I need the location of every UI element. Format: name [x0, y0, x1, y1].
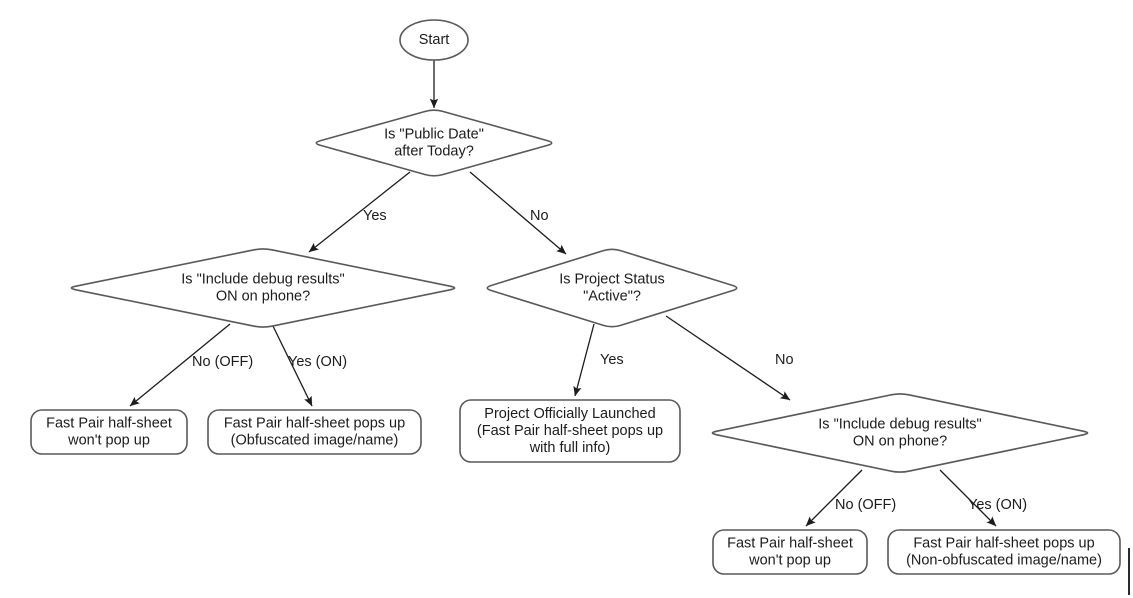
right-edge-artifact [1128, 548, 1130, 595]
decision-include-debug-left-shape [70, 248, 456, 328]
result-no-popup-left-shape [30, 409, 188, 455]
result-obfuscated-popup-shape [207, 409, 422, 455]
result-obfuscated-popup-line-2: (Obfuscated image/name) [231, 432, 399, 448]
decision-project-status-line-1: Is Project Status [559, 271, 665, 287]
edge-debug-left-no-off: No (OFF) [129, 323, 253, 407]
decision-include-debug-right-line-1: Is "Include debug results" [818, 416, 981, 432]
edge-debug-left-yes-on-label: Yes (ON) [288, 354, 347, 370]
result-obfuscated-popup[interactable]: Fast Pair half-sheet pops up(Obfuscated … [207, 409, 422, 455]
result-no-popup-left-line-1: Fast Pair half-sheet [46, 415, 172, 431]
edge-status-no: No [665, 315, 794, 401]
edge-debug-right-no-off-line [805, 469, 863, 527]
decision-public-date-shape [315, 109, 553, 177]
decision-include-debug-left[interactable]: Is "Include debug results"ON on phone? [70, 248, 456, 328]
start-node-shape [399, 19, 469, 61]
edge-debug-right-no-off: No (OFF) [805, 469, 896, 527]
edge-debug-right-no-off-label: No (OFF) [835, 497, 896, 513]
decision-project-status[interactable]: Is Project Status"Active"? [486, 248, 738, 328]
result-nonobfuscated-popup-line-1: Fast Pair half-sheet pops up [913, 535, 1094, 551]
decision-include-debug-right-line-2: ON on phone? [853, 433, 947, 449]
nodes-layer: Start Is "Public Date"after Today? Is "Inc… [30, 19, 1121, 575]
edge-status-no-label: No [775, 352, 794, 368]
result-nonobfuscated-popup-shape [887, 529, 1121, 575]
result-nonobfuscated-popup[interactable]: Fast Pair half-sheet pops up(Non-obfusca… [887, 529, 1121, 575]
edge-public-date-yes-line [308, 171, 411, 253]
result-no-popup-left-line-2: won't pop up [67, 432, 150, 448]
decision-public-date[interactable]: Is "Public Date"after Today? [315, 109, 553, 177]
result-officially-launched-shape [459, 399, 681, 463]
edge-debug-right-yes-on: Yes (ON) [939, 469, 1027, 527]
decision-include-debug-left-line-2: ON on phone? [216, 288, 310, 304]
result-officially-launched-line-1: Project Officially Launched [484, 406, 655, 422]
edge-public-date-yes-label: Yes [363, 208, 387, 224]
decision-project-status-shape [486, 248, 738, 328]
edge-debug-right-yes-on-label: Yes (ON) [968, 497, 1027, 513]
decision-project-status-line-2: "Active"? [583, 288, 641, 304]
edge-status-yes: Yes [573, 323, 624, 397]
edge-status-yes-label: Yes [600, 352, 624, 368]
edge-public-date-no-label: No [530, 208, 549, 224]
edge-status-yes-line [573, 323, 595, 397]
decision-public-date-line-1: Is "Public Date" [384, 126, 484, 142]
start-node-line-1: Start [419, 32, 450, 48]
result-officially-launched-line-3: with full info) [529, 440, 611, 456]
result-no-popup-right-shape [712, 529, 868, 575]
edge-public-date-yes: Yes [308, 171, 411, 253]
edge-debug-left-yes-on-line [271, 323, 313, 407]
edge-public-date-no-line [469, 171, 567, 255]
edge-debug-left-no-off-label: No (OFF) [192, 354, 253, 370]
result-no-popup-right-line-2: won't pop up [748, 552, 831, 568]
decision-include-debug-left-line-1: Is "Include debug results" [181, 271, 344, 287]
edge-public-date-no: No [469, 171, 567, 255]
result-nonobfuscated-popup-line-2: (Non-obfuscated image/name) [906, 552, 1102, 568]
edge-status-no-line [665, 315, 791, 401]
result-officially-launched-line-2: (Fast Pair half-sheet pops up [477, 423, 663, 439]
edge-debug-left-no-off-line [129, 323, 231, 407]
edge-debug-left-yes-on: Yes (ON) [271, 323, 347, 407]
result-no-popup-right-line-1: Fast Pair half-sheet [727, 535, 853, 551]
decision-include-debug-right-shape [711, 393, 1089, 473]
edge-debug-right-yes-on-line [939, 469, 997, 527]
result-officially-launched[interactable]: Project Officially Launched(Fast Pair ha… [459, 399, 681, 463]
decision-public-date-line-2: after Today? [394, 143, 474, 159]
start-node[interactable]: Start [399, 19, 469, 61]
result-obfuscated-popup-line-1: Fast Pair half-sheet pops up [224, 415, 405, 431]
decision-include-debug-right[interactable]: Is "Include debug results"ON on phone? [711, 393, 1089, 473]
